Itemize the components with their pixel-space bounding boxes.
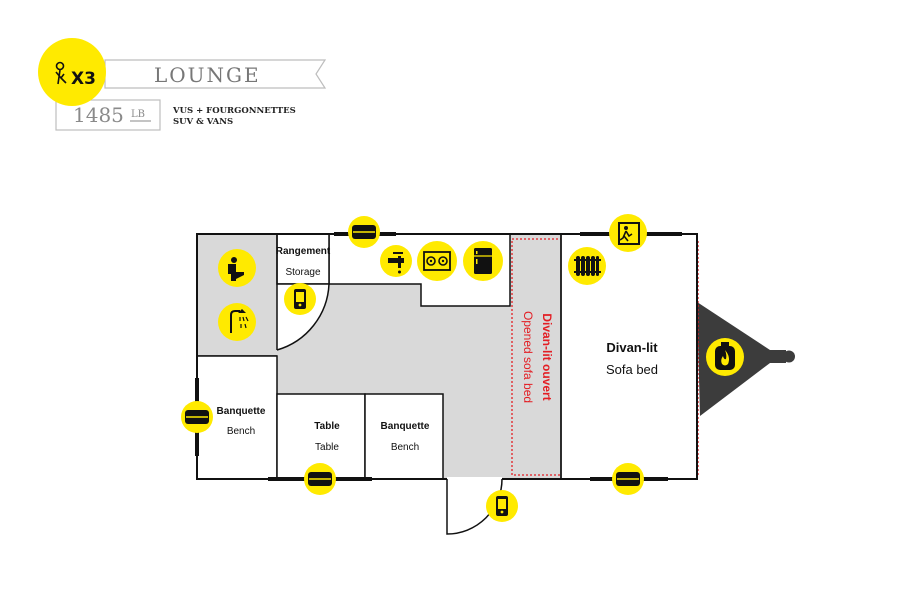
vehicle-en: SUV & VANS	[173, 117, 233, 127]
capacity-label: X3	[71, 69, 96, 89]
phone-icon	[284, 283, 316, 315]
stove-icon	[417, 241, 457, 281]
door-icon	[486, 490, 518, 522]
bench-right-label-fr: Banquette	[381, 421, 430, 432]
window-icon	[304, 463, 336, 495]
room-labels: Rangement Storage Banquette Bench Table …	[217, 246, 659, 453]
window-icon	[348, 216, 380, 248]
storage-label-en: Storage	[285, 267, 320, 278]
model-name: LOUNGE	[154, 63, 261, 87]
model-ribbon	[104, 59, 327, 89]
propane-tank-icon	[706, 338, 744, 376]
shower-icon	[218, 303, 256, 341]
toilet-icon	[218, 249, 256, 287]
fridge-icon	[463, 241, 503, 281]
faucet-icon	[380, 245, 412, 277]
heater-icon	[568, 247, 606, 285]
weight-unit: LB	[131, 109, 145, 120]
bench-right-label-en: Bench	[391, 442, 419, 453]
window-icon	[612, 463, 644, 495]
header: LOUNGE 1485 LB X3 VUS + FOURGONNETTES SU…	[38, 38, 327, 131]
opened-bed-label-fr: Divan-lit ouvert	[540, 313, 554, 400]
sofa-bed-label-fr: Divan-lit	[606, 340, 658, 355]
bench-left-label-fr: Banquette	[217, 406, 266, 417]
opened-bed-label-en: Opened sofa bed	[521, 311, 535, 403]
emergency-exit-icon	[609, 214, 647, 252]
weight-value: 1485	[73, 103, 124, 127]
window-icon	[181, 401, 213, 433]
people-icon	[55, 61, 67, 85]
bench-right	[364, 393, 444, 480]
hitch-ball	[783, 350, 795, 363]
bench-left-label-en: Bench	[227, 426, 255, 437]
vehicle-fr: VUS + FOURGONNETTES	[172, 106, 296, 116]
capacity-badge	[38, 38, 106, 106]
table-label-en: Table	[315, 442, 339, 453]
icons	[181, 214, 744, 522]
table-label-fr: Table	[314, 421, 340, 432]
sofa-bed-label-en: Sofa bed	[606, 362, 658, 377]
storage-label-fr: Rangement	[276, 246, 331, 257]
trailer	[195, 232, 795, 535]
weight-box	[55, 99, 161, 131]
